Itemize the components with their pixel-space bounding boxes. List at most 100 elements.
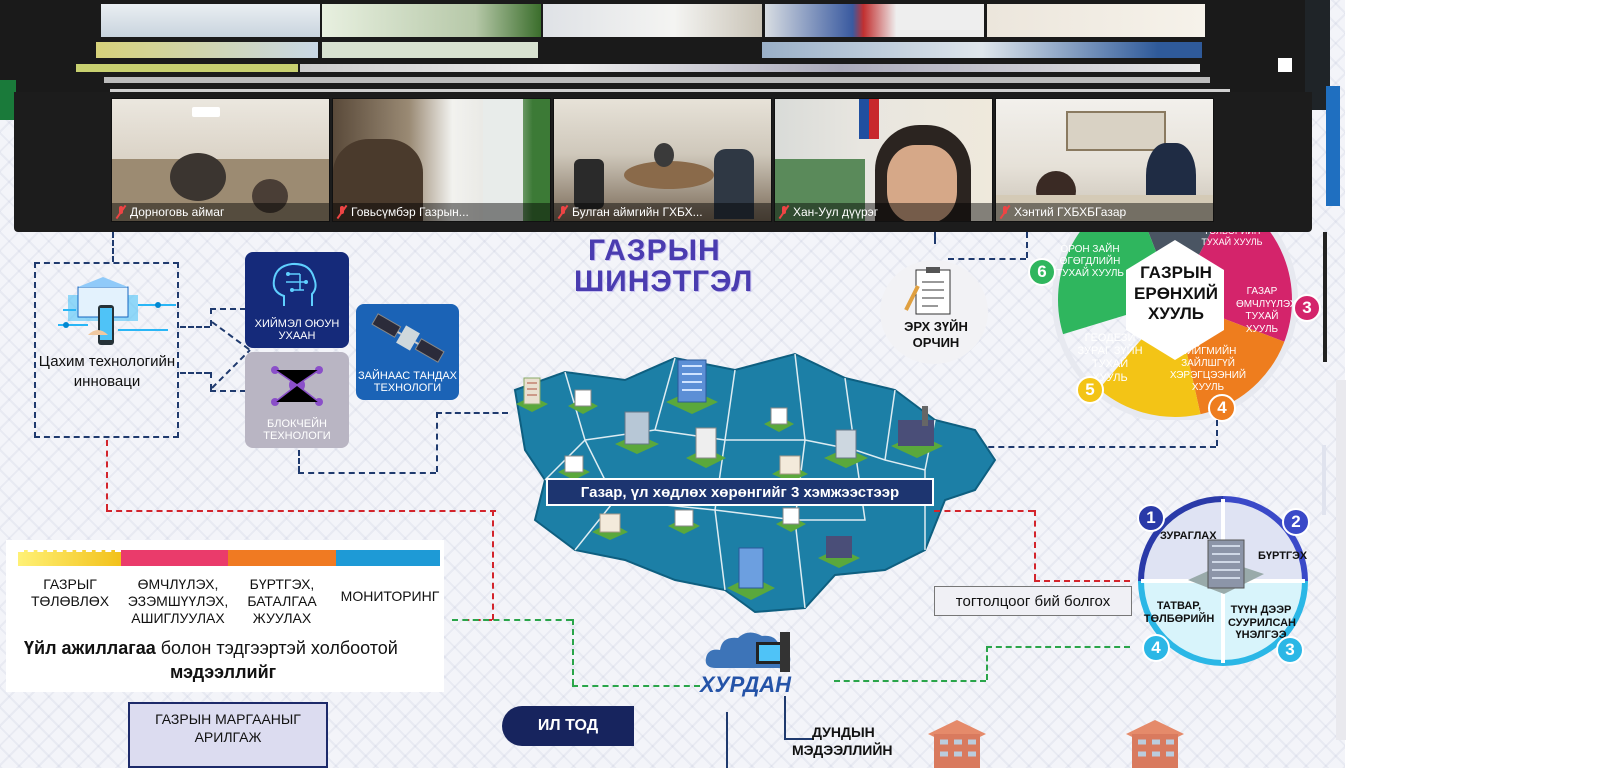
slide-title-line2: ШИНЭТГЭЛ [574, 265, 754, 298]
slide-right-accent [1322, 445, 1326, 515]
digital-innovation-label: Цахим технологийн инноваци [38, 353, 176, 390]
participant-name-bar: Хэнтий ГХБХБГазар [996, 203, 1213, 221]
video-tile[interactable]: Говьсүмбэр Газрын... [332, 98, 551, 222]
law-wheel-center-label: ГАЗРЫН ЕРӨНХИЙ ХУУЛЬ [1134, 263, 1218, 324]
cycle-label-3: ТҮҮН ДЭЭР СУУРИЛСАН ҮНЭЛГЭЭ [1228, 604, 1297, 642]
building-icon [568, 389, 598, 414]
activities-info-line2: мэдээллийг [170, 662, 277, 682]
connector-line [1034, 580, 1130, 582]
map-banner: Газар, үл хөдлөх хөрөнгийг 3 хэмжээстээр [546, 478, 934, 506]
building-icon [615, 411, 659, 454]
video-feed [775, 99, 992, 221]
connector-line [106, 440, 108, 510]
connector-line [492, 510, 494, 620]
video-tile[interactable]: Дорноговь аймаг [111, 98, 330, 222]
video-feed [112, 99, 329, 221]
building-icon [818, 536, 860, 568]
video-tile-ghost [765, 4, 984, 37]
cycle-wheel [1138, 496, 1308, 666]
slide-right-edge-bar [1323, 232, 1327, 362]
activities-info-line1: Үйл ажиллагаа болон тэдгээртэй холбоотой [24, 638, 444, 659]
video-tile[interactable]: Хан-Уул дүүрэг [774, 98, 993, 222]
mic-muted-icon [779, 206, 789, 218]
law-segment-4: НИЙГМИЙН ЗАЙЛШГҮЙ ХЭРЭГЦЭЭНИЙ ХУУЛЬ [1169, 346, 1247, 393]
mic-muted-icon [558, 206, 568, 218]
video-tile-ghost [322, 4, 541, 37]
document-checklist-icon [904, 267, 951, 315]
building-icon [727, 547, 775, 600]
strip-edge-blue [1326, 86, 1340, 206]
remote-sensing-tech-label: ЗАЙНААС ТАНДАХ ТЕХНОЛОГИ [357, 369, 458, 394]
mic-muted-icon [116, 206, 126, 218]
strip-edge-left [0, 80, 16, 120]
building-icon [516, 377, 548, 412]
video-tile-ghost [322, 42, 538, 58]
connector-line [572, 619, 574, 685]
satellite-icon [370, 312, 445, 363]
activity-bar-registration [228, 550, 336, 566]
building-icon [776, 507, 806, 532]
blockchain-tech-label: БЛОКЧЕЙН ТЕХНОЛОГИ [263, 417, 331, 442]
video-tile-ghost [101, 4, 320, 37]
connector-line [948, 258, 1026, 260]
mic-muted-icon [337, 206, 347, 218]
ai-tech-box: ХИЙМЭЛ ОЮУН УХААН [245, 252, 349, 348]
legal-environment-label: ЭРХ ЗҮЙН ОРЧИН [904, 319, 968, 351]
participant-name: Хан-Уул дүүрэг [793, 205, 879, 219]
system-label-box: тогтолцоог бий болгох [934, 586, 1132, 616]
law-segment-3: ГАЗАР ӨМЧЛҮҮЛЭХ ТУХАЙ ХУУЛЬ [1236, 286, 1297, 335]
scrollbar-track[interactable] [1336, 380, 1346, 740]
cycle-number-2: 2 [1282, 508, 1310, 536]
building-icon [928, 720, 986, 768]
participant-name: Булган аймгийн ГХБХ... [572, 205, 703, 219]
connector-line [180, 372, 210, 374]
video-tile-ghost [543, 4, 762, 37]
slide-title-line1: ГАЗРЫН [588, 234, 721, 267]
building-icon [772, 455, 808, 482]
medeelliin-label: МЭДЭЭЛЛИЙН [792, 742, 893, 758]
connector-line [726, 712, 728, 768]
building-icon [1126, 720, 1184, 768]
blockchain-network-icon [271, 365, 323, 406]
connector-line [112, 232, 114, 262]
participant-name: Говьсүмбэр Газрын... [351, 205, 469, 219]
video-tile[interactable]: Хэнтий ГХБХБГазар [995, 98, 1214, 222]
video-feed [554, 99, 771, 221]
law-number-3: 3 [1293, 294, 1321, 322]
activity-label-ownership: ӨМЧЛҮЛЭХ, ЭЗЭМШҮҮЛЭХ, АШИГЛУУЛАХ [127, 576, 229, 626]
activity-label-monitoring: МОНИТОРИНГ [340, 588, 440, 604]
building-icon [824, 429, 868, 468]
connector-line [958, 446, 1216, 448]
digital-innovation-illustration [58, 275, 178, 353]
law-number-4: 4 [1208, 394, 1236, 422]
video-tile[interactable]: Булган аймгийн ГХБХ... [553, 98, 772, 222]
activity-bar-planning [18, 550, 121, 566]
digital-innovation-box [34, 262, 179, 438]
activity-bar-ownership [121, 550, 228, 566]
cycle-label-2: БҮРТГЭХ [1258, 550, 1308, 562]
connector-line [1216, 420, 1218, 446]
ai-tech-label: ХИЙМЭЛ ОЮУН УХААН [254, 317, 340, 342]
hurdan-label: ХУРДАН [700, 672, 792, 697]
building-icon [558, 455, 590, 480]
remote-sensing-tech-box: ЗАЙНААС ТАНДАХ ТЕХНОЛОГИ [356, 304, 459, 400]
building-icon [764, 407, 794, 432]
activity-bar-monitoring [336, 550, 440, 566]
participant-name-bar: Хан-Уул дүүрэг [775, 203, 992, 221]
video-tile-ghost [987, 4, 1205, 37]
building-icon [592, 513, 628, 540]
strip-white-mark [1278, 58, 1292, 72]
connector-line [210, 308, 246, 310]
blockchain-tech-box: БЛОКЧЕЙН ТЕХНОЛОГИ [245, 352, 349, 448]
participant-name: Дорноговь аймаг [130, 205, 225, 219]
cycle-label-4: ТАТВАР, ТӨЛБӨРИЙН [1143, 600, 1215, 625]
cycle-number-1: 1 [1137, 504, 1165, 532]
mic-muted-icon [1000, 206, 1010, 218]
connector-line [452, 619, 572, 621]
connector-line [436, 412, 438, 472]
video-tile-ghost [110, 89, 1230, 92]
video-call-overlay: Дорноговь аймаг Говьсүмбэр Газрын... Бул… [0, 0, 1340, 232]
connector-line [784, 696, 786, 740]
connector-line [210, 390, 246, 392]
